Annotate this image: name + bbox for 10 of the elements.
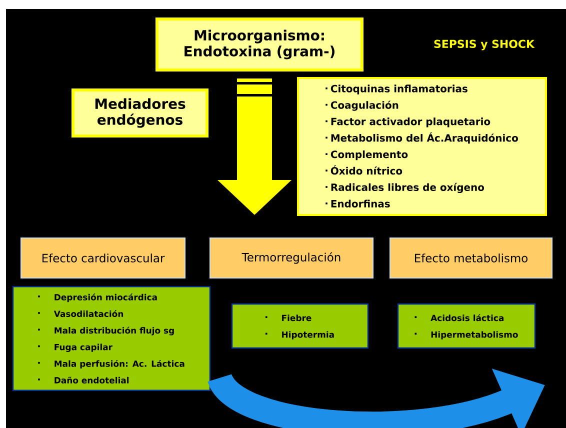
list-box: Fiebre Hipotermia — [231, 303, 369, 349]
list-box: Depresión miocárdica Vasodilatación Mala distribución flujo sg Fuga capilar Mala perfusión: Ac. Láctica Daño endotelial — [12, 286, 211, 391]
title: SEPSIS y SHOCK — [434, 40, 535, 50]
category-box: Efecto metabolismo — [390, 238, 552, 278]
category-box: Efecto cardiovascular — [20, 238, 186, 278]
list-box: Citoquinas inflamatorias Coagulación Factor activador plaquetario Metabolismo del Ác.Araquidónico Complemento Óxido nítrico Radicales libres de oxígeno Endorfinas — [297, 77, 547, 216]
list-box: Acidosis láctica Hipermetabolismo — [397, 303, 536, 349]
title-box: Mediadores endógenos — [72, 88, 208, 138]
category-box: Termorregulación — [210, 238, 374, 278]
title-box: Microorganismo: Endotoxina (gram-) — [156, 18, 364, 72]
